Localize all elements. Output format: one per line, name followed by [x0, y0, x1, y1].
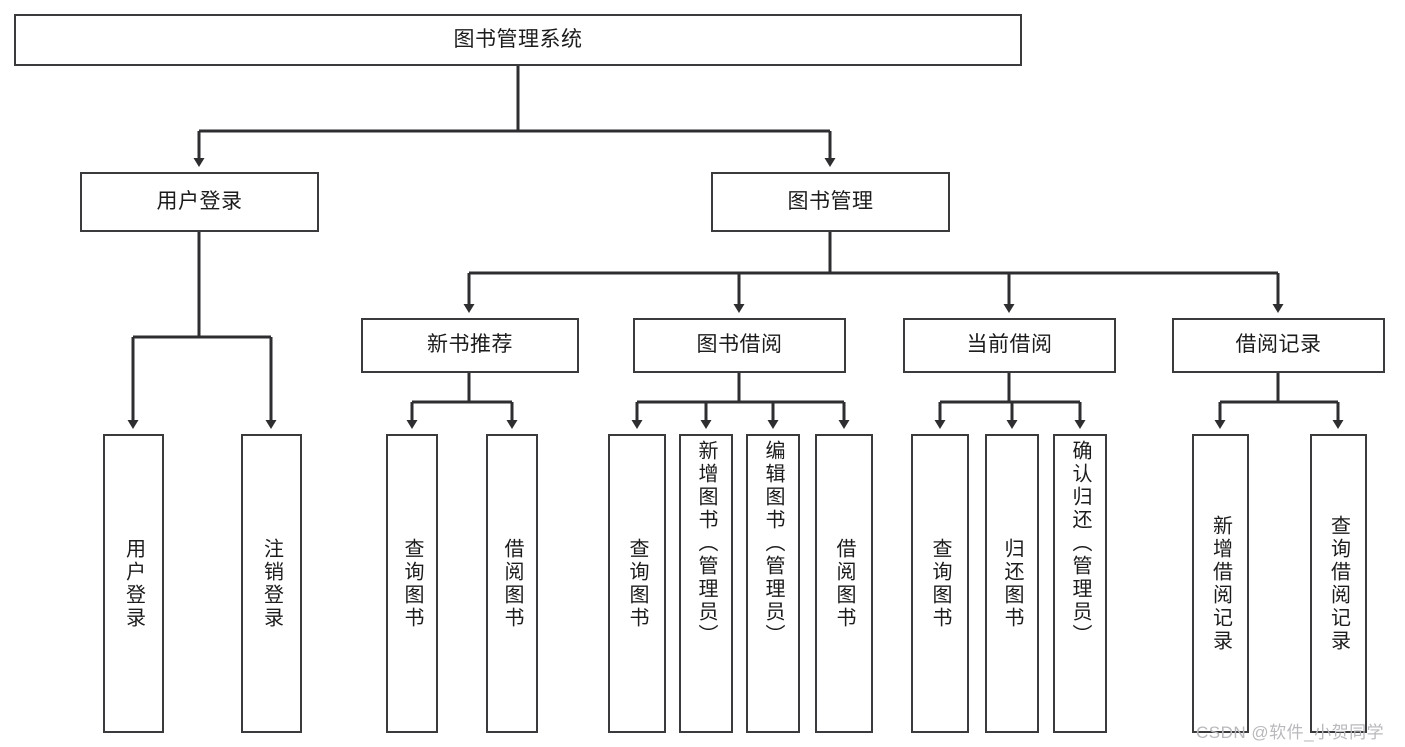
node-book-borrow[interactable]: 图书借阅 — [633, 318, 846, 373]
node-book-manage[interactable]: 图书管理 — [711, 172, 950, 232]
node-leaf-add-book[interactable]: 新增图书（管理员） — [679, 434, 733, 733]
node-leaf-query-book-2[interactable]: 查询图书 — [608, 434, 666, 733]
node-leaf-return-book-label: 归还图书 — [1001, 537, 1023, 630]
node-root-label: 图书管理系统 — [453, 27, 583, 51]
node-leaf-query-book-2-label: 查询图书 — [626, 537, 648, 630]
node-user-login-label: 用户登录 — [156, 189, 243, 213]
node-leaf-borrow-book-1-label: 借阅图书 — [501, 537, 523, 630]
node-leaf-borrow-book-2[interactable]: 借阅图书 — [815, 434, 873, 733]
node-leaf-query-record[interactable]: 查询借阅记录 — [1310, 434, 1367, 733]
node-leaf-add-record[interactable]: 新增借阅记录 — [1192, 434, 1249, 733]
node-leaf-edit-book[interactable]: 编辑图书（管理员） — [746, 434, 800, 733]
node-leaf-query-book-1-label: 查询图书 — [401, 537, 423, 630]
node-root[interactable]: 图书管理系统 — [14, 14, 1022, 66]
node-current-borrow-label: 当前借阅 — [966, 333, 1053, 357]
node-leaf-user-logout-label: 注销登录 — [260, 537, 283, 630]
node-leaf-confirm-return[interactable]: 确认归还（管理员） — [1053, 434, 1107, 733]
node-leaf-user-login[interactable]: 用户登录 — [103, 434, 164, 733]
node-book-borrow-label: 图书借阅 — [696, 333, 783, 357]
node-user-login[interactable]: 用户登录 — [80, 172, 319, 232]
watermark: CSDN @软件_小贺同学 — [1196, 723, 1385, 742]
node-leaf-query-book-3-label: 查询图书 — [929, 537, 951, 630]
node-leaf-query-book-1[interactable]: 查询图书 — [386, 434, 438, 733]
node-leaf-borrow-book-1[interactable]: 借阅图书 — [486, 434, 538, 733]
node-current-borrow[interactable]: 当前借阅 — [903, 318, 1116, 373]
node-leaf-user-logout[interactable]: 注销登录 — [241, 434, 302, 733]
node-leaf-add-record-label: 新增借阅记录 — [1209, 514, 1232, 653]
node-borrow-record[interactable]: 借阅记录 — [1172, 318, 1385, 373]
node-leaf-query-record-label: 查询借阅记录 — [1327, 514, 1350, 653]
node-leaf-return-book[interactable]: 归还图书 — [985, 434, 1039, 733]
node-leaf-borrow-book-2-label: 借阅图书 — [833, 537, 855, 630]
node-leaf-add-book-label: 新增图书（管理员） — [695, 440, 717, 647]
node-leaf-user-login-label: 用户登录 — [122, 537, 145, 630]
node-new-book-rec[interactable]: 新书推荐 — [361, 318, 579, 373]
node-book-manage-label: 图书管理 — [787, 189, 874, 213]
node-leaf-confirm-return-label: 确认归还（管理员） — [1069, 440, 1091, 647]
node-leaf-query-book-3[interactable]: 查询图书 — [911, 434, 969, 733]
node-new-book-rec-label: 新书推荐 — [427, 333, 513, 357]
node-leaf-edit-book-label: 编辑图书（管理员） — [762, 440, 784, 647]
node-borrow-record-label: 借阅记录 — [1235, 333, 1322, 357]
